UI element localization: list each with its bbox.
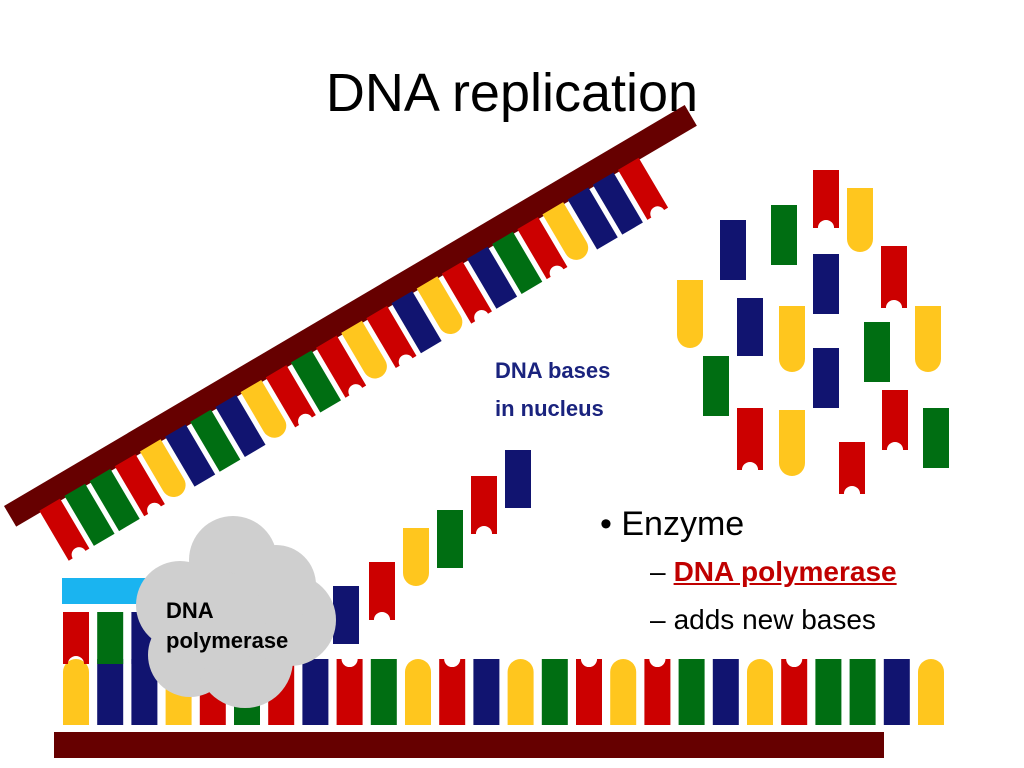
nucleus-base [737, 408, 763, 470]
callout-line-2: in nucleus [495, 396, 604, 421]
template-base [97, 659, 124, 725]
template-base [678, 659, 705, 725]
template-base [747, 659, 773, 725]
sub-bullet-polymerase: –DNA polymerase [600, 548, 897, 596]
nucleus-base [839, 442, 865, 494]
nucleus-base [779, 306, 805, 372]
nucleus-base [915, 306, 941, 372]
nucleus-base [813, 348, 839, 408]
bullet-list: • Enzyme –DNA polymerase –adds new bases [600, 500, 897, 644]
upper-strand-base [139, 439, 186, 497]
new-strand-base [63, 612, 89, 664]
upper-strand-base [567, 187, 618, 250]
sub-bullet-polymerase-label: DNA polymerase [673, 556, 897, 587]
template-base [370, 659, 397, 725]
template-base [473, 659, 500, 725]
nucleus-base [779, 410, 805, 476]
upper-strand-base [467, 246, 518, 309]
template-base [405, 659, 431, 725]
nucleus-base [771, 205, 797, 265]
upper-strand-base [366, 305, 417, 369]
template-base [815, 659, 842, 725]
upper-strand-base [617, 157, 669, 220]
nucleus-base [737, 298, 763, 356]
template-base [541, 659, 568, 725]
upper-strand-base [517, 216, 568, 280]
bullet-enzyme: • Enzyme [600, 500, 897, 548]
upper-strand-base [341, 320, 387, 379]
incoming-base [369, 562, 395, 620]
nucleus-base [677, 280, 703, 348]
template-base [849, 659, 876, 725]
dash-icon: – [650, 604, 666, 635]
upper-strand-base [39, 498, 90, 561]
incoming-base [505, 450, 531, 508]
enzyme-label: DNA polymerase [166, 596, 288, 656]
slide-title: DNA replication [325, 63, 699, 123]
nucleus-base [882, 390, 908, 450]
upper-strand-base [215, 394, 266, 457]
nucleus-base [881, 246, 907, 308]
upper-strand-base [542, 202, 589, 260]
upper-strand-base [441, 261, 492, 324]
bottom-backbone [54, 732, 884, 758]
upper-strand-base [391, 291, 442, 354]
nucleus-base [813, 170, 839, 228]
incoming-base [333, 586, 359, 644]
upper-strand-base [416, 276, 463, 334]
nucleus-base [847, 188, 873, 252]
upper-strand-base [240, 380, 287, 438]
upper-strand-base [89, 468, 140, 532]
upper-strand-base [592, 172, 643, 235]
upper-strand-base [290, 350, 342, 413]
nucleus-base [813, 254, 839, 314]
template-base [507, 659, 534, 725]
template-base [63, 659, 89, 725]
upper-strand-base [114, 454, 165, 517]
template-base [781, 659, 808, 725]
template-base [918, 659, 944, 725]
callout-line-1: DNA bases [495, 358, 611, 383]
dash-icon: – [650, 556, 666, 587]
enzyme-label-line-1: DNA [166, 598, 214, 623]
incoming-base [437, 510, 463, 568]
upper-backbone [4, 105, 697, 527]
bullet-enzyme-label: Enzyme [621, 505, 745, 543]
enzyme-label-line-2: polymerase [166, 628, 289, 653]
nucleus-bases-callout: DNA bases in nucleus [495, 352, 610, 428]
template-base [610, 659, 637, 725]
nucleus-base [703, 356, 729, 416]
incoming-base [403, 528, 429, 586]
bullet-dot-icon: • [600, 505, 612, 543]
nucleus-base [923, 408, 949, 468]
incoming-base [471, 476, 497, 534]
template-base [302, 659, 329, 725]
sub-bullet-adds-label: adds new bases [673, 604, 876, 635]
template-base [644, 659, 671, 725]
enzyme-cloud [136, 516, 336, 708]
template-base [336, 659, 363, 725]
template-base [439, 659, 466, 725]
nucleus-base [864, 322, 890, 382]
upper-strand-base [265, 365, 316, 428]
new-strand-base [97, 612, 124, 664]
nucleus-base [720, 220, 746, 280]
template-base [883, 659, 910, 725]
upper-strand-base [316, 335, 367, 398]
template-base [576, 659, 602, 725]
sub-bullet-adds: –adds new bases [600, 596, 897, 644]
upper-strand-base [165, 424, 216, 487]
upper-strand-base [190, 409, 241, 472]
upper-strand-base [64, 483, 115, 546]
upper-strand-base [492, 231, 543, 294]
template-base [712, 659, 739, 725]
